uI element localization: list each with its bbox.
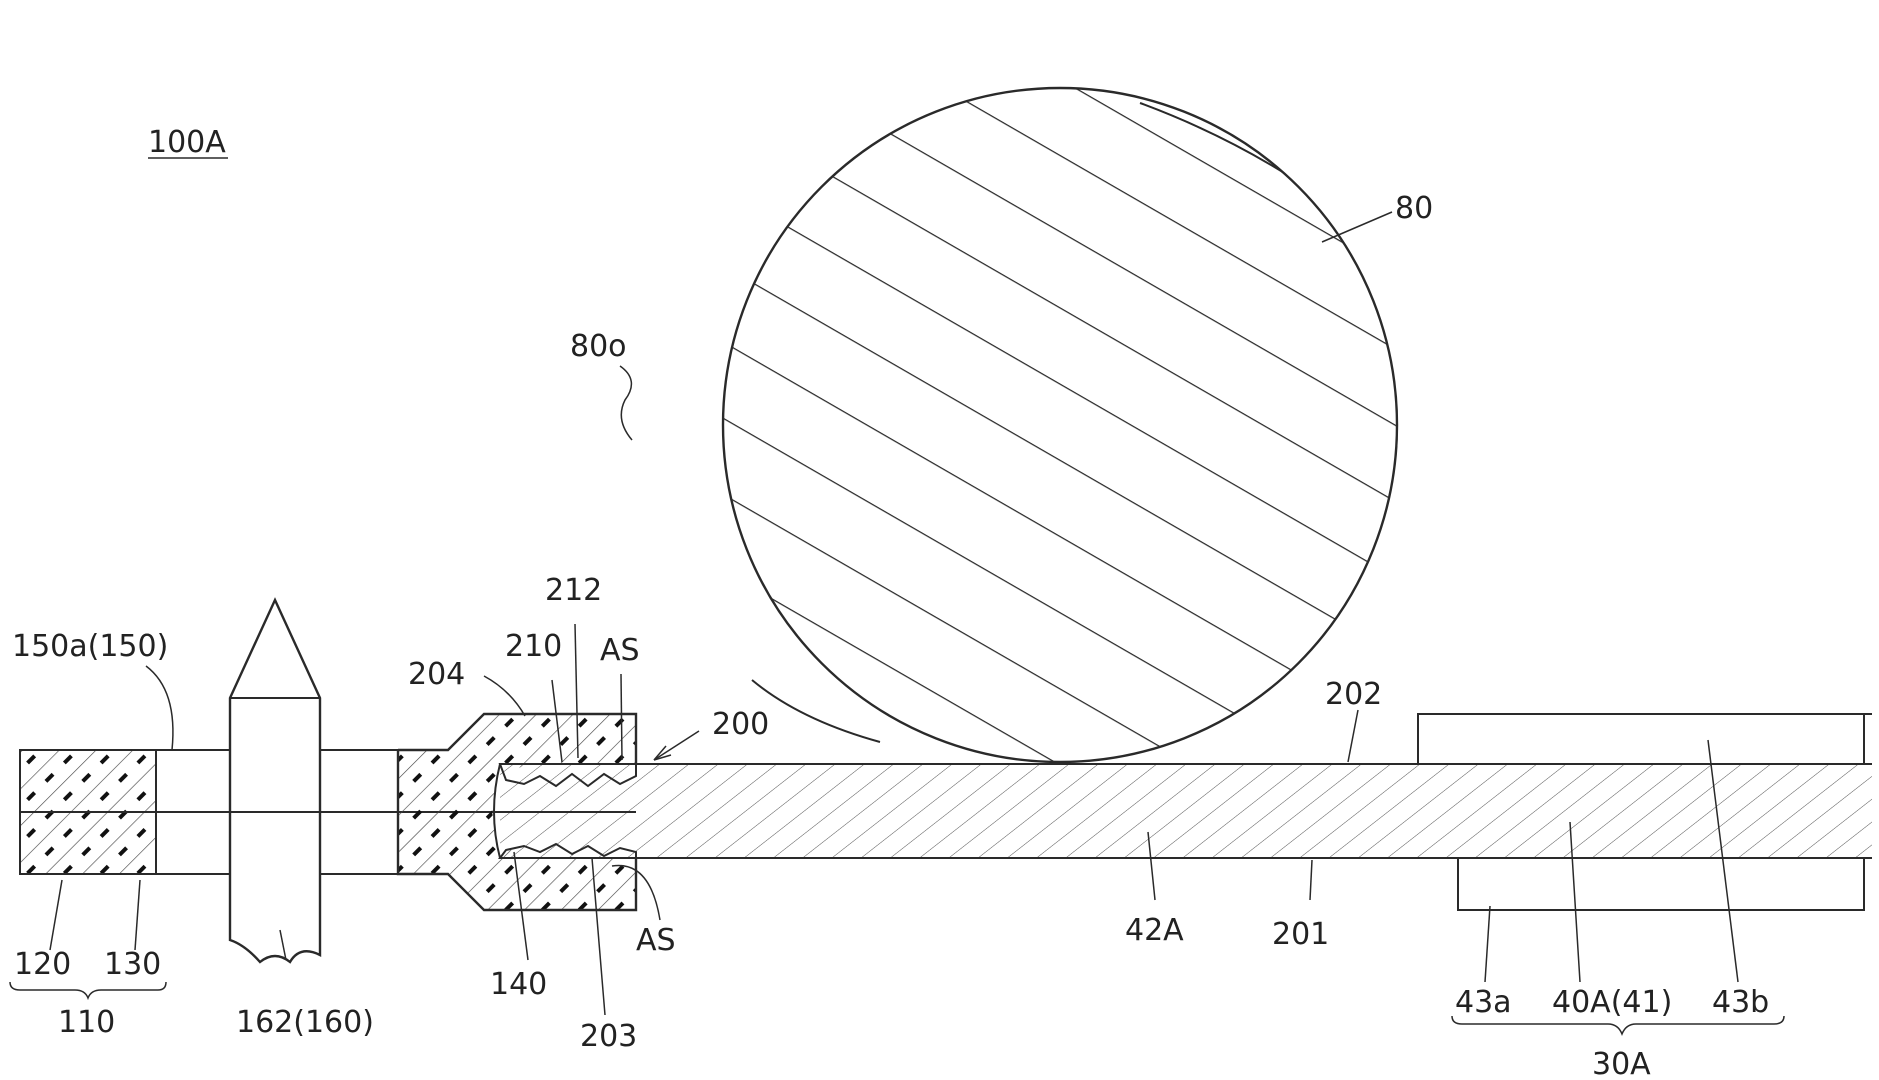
label-202: 202 (1325, 677, 1382, 712)
label-80o: 80o (570, 329, 627, 364)
coating-43a (1458, 858, 1864, 910)
label-AS-bottom: AS (636, 923, 676, 958)
label-40A: 40A(41) (1552, 985, 1672, 1020)
label-212: 212 (545, 573, 602, 608)
wire-42A (500, 764, 1872, 858)
label-43b: 43b (1712, 985, 1769, 1020)
label-43a: 43a (1455, 985, 1512, 1020)
label-120: 120 (14, 947, 71, 982)
label-200: 200 (712, 707, 769, 742)
label-210: 210 (505, 629, 562, 664)
label-204: 204 (408, 657, 465, 692)
label-130: 130 (104, 947, 161, 982)
needle-162 (230, 600, 320, 962)
label-162: 162(160) (236, 1005, 374, 1040)
label-80: 80 (1395, 191, 1433, 226)
label-203: 203 (580, 1019, 637, 1054)
figure-label: 100A (148, 125, 228, 160)
ball-80 (723, 88, 1397, 762)
label-42A: 42A (1125, 913, 1184, 948)
label-201: 201 (1272, 917, 1329, 952)
label-110: 110 (58, 1005, 115, 1040)
label-150a: 150a(150) (12, 629, 168, 664)
label-140: 140 (490, 967, 547, 1002)
label-30A: 30A (1592, 1047, 1651, 1080)
coating-43b (1418, 714, 1864, 764)
svg-text:100A: 100A (148, 125, 226, 160)
label-AS-top: AS (600, 633, 640, 668)
